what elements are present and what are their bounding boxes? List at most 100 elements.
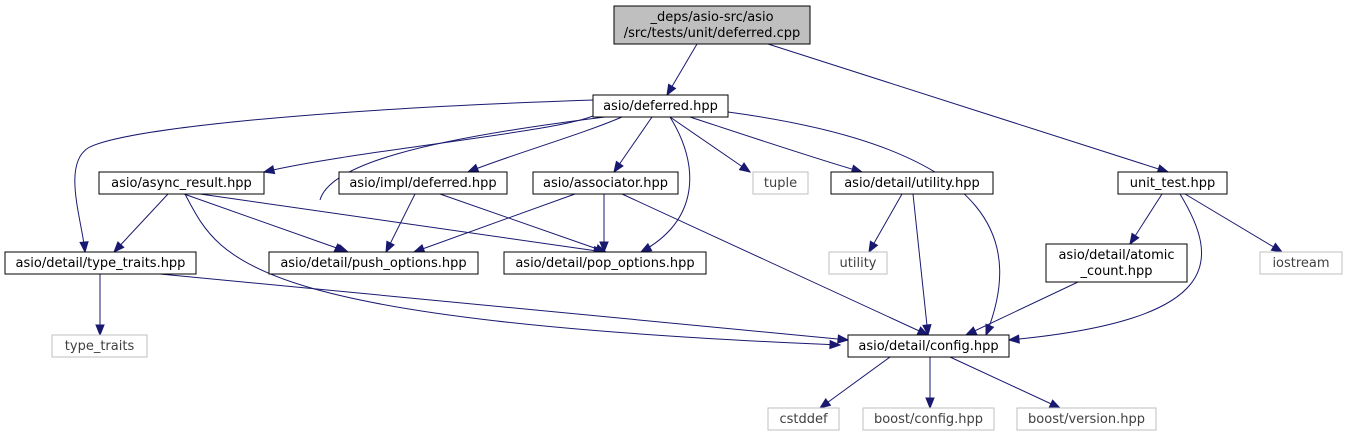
edge-atomic-count-to-config-arrowhead [964, 326, 978, 336]
edge-utility-hpp-to-config [912, 193, 929, 336]
node-pop-options[interactable]: asio/detail/pop_options.hpp [503, 251, 707, 275]
edge-async-result-to-config-arrowhead [829, 339, 842, 350]
node-boost-version-box [1016, 407, 1157, 431]
edge-unit-test-to-iostream [1184, 193, 1283, 253]
node-associator[interactable]: asio/associator.hpp [532, 171, 679, 195]
node-atomic-count[interactable]: asio/detail/atomic_count.hpp [1045, 243, 1188, 283]
node-root-label: _deps/asio-src/asio [649, 10, 773, 25]
edge-deferred-to-type-traits-hpp-arrowhead [79, 241, 89, 254]
edge-associator-to-config [621, 193, 929, 336]
node-push-options[interactable]: asio/detail/push_options.hpp [268, 251, 479, 275]
node-iostream: iostream [1259, 251, 1343, 275]
edge-deferred-to-async-result [263, 112, 599, 173]
node-associator-label: asio/associator.hpp [543, 176, 668, 191]
edge-atomic-count-to-config [965, 281, 1079, 336]
node-atomic-count-label: _count.hpp [1079, 264, 1152, 279]
node-type-traits-box [51, 334, 148, 358]
node-deferred-box [592, 94, 729, 118]
edge-type-traits-hpp-to-config [159, 273, 849, 341]
node-iostream-box [1259, 251, 1343, 275]
node-cstddef-label: cstddef [779, 412, 828, 427]
edge-async-result-to-type-traits-hpp [113, 193, 169, 253]
node-tuple-label: tuple [764, 176, 797, 191]
node-unit-test-label: unit_test.hpp [1130, 176, 1216, 191]
node-root-box [613, 5, 811, 45]
nodes-layer: _deps/asio-src/asio/src/tests/unit/defer… [4, 5, 1343, 431]
node-utility: utility [828, 251, 888, 275]
node-pop-options-label: asio/detail/pop_options.hpp [515, 256, 694, 271]
edge-deferred-to-pop-options [640, 116, 691, 253]
edge-unit-test-to-config-arrowhead [1007, 334, 1020, 344]
edge-utility-hpp-to-utility-arrowhead [868, 240, 879, 254]
node-utility-box [828, 251, 888, 275]
node-boost-config: boost/config.hpp [862, 407, 995, 431]
edge-deferred-to-config [727, 111, 1001, 336]
edge-associator-to-pop-options-arrowhead [599, 241, 609, 254]
edge-impl-deferred-to-push-options-arrowhead [385, 240, 395, 254]
edge-deferred-to-tuple [669, 116, 751, 173]
edges-layer [74, 43, 1284, 410]
node-root[interactable]: _deps/asio-src/asio/src/tests/unit/defer… [613, 5, 811, 45]
edge-async-result-to-push-options [183, 193, 349, 253]
edge-unit-test-to-iostream-arrowhead [1270, 242, 1284, 253]
edge-associator-to-push-options [413, 193, 576, 253]
edge-config-to-boost-version [949, 356, 1061, 409]
edge-config-to-cstddef-arrowhead [818, 397, 832, 409]
node-deferred[interactable]: asio/deferred.hpp [592, 94, 729, 118]
node-type-traits: type_traits [51, 334, 148, 358]
node-atomic-count-label: asio/detail/atomic [1058, 248, 1174, 263]
node-utility-hpp-box [830, 171, 994, 195]
node-cstddef: cstddef [767, 407, 840, 431]
edge-deferred-to-utility-hpp [689, 116, 863, 173]
node-utility-hpp-label: asio/detail/utility.hpp [844, 176, 980, 191]
node-unit-test[interactable]: unit_test.hpp [1117, 171, 1228, 195]
node-root-label: /src/tests/unit/deferred.cpp [624, 26, 800, 41]
node-impl-deferred[interactable]: asio/impl/deferred.hpp [338, 171, 508, 195]
node-pop-options-box [503, 251, 707, 275]
edge-deferred-to-associator [613, 116, 653, 173]
edge-utility-hpp-to-config-arrowhead [922, 324, 932, 337]
edge-unit-test-to-atomic-count-arrowhead [1129, 232, 1140, 246]
node-config-label: asio/detail/config.hpp [858, 339, 998, 354]
node-boost-version-label: boost/version.hpp [1028, 412, 1145, 427]
edge-async-result-to-pop-options [199, 193, 605, 253]
edge-unit-test-to-config [1008, 193, 1203, 341]
node-atomic-count-box [1045, 243, 1188, 283]
node-async-result-label: asio/async_result.hpp [111, 176, 252, 191]
node-unit-test-box [1117, 171, 1228, 195]
node-async-result[interactable]: asio/async_result.hpp [98, 171, 265, 195]
node-deferred-label: asio/deferred.hpp [603, 99, 718, 114]
node-impl-deferred-label: asio/impl/deferred.hpp [349, 176, 496, 191]
edge-deferred-to-tuple-arrowhead [738, 162, 752, 173]
edge-utility-hpp-to-utility [868, 193, 903, 253]
node-type-traits-hpp-box [4, 251, 197, 275]
node-type-traits-hpp-label: asio/detail/type_traits.hpp [16, 256, 186, 271]
node-type-traits-label: type_traits [65, 339, 135, 354]
node-type-traits-hpp[interactable]: asio/detail/type_traits.hpp [4, 251, 197, 275]
edge-deferred-to-config-arrowhead [985, 323, 995, 337]
node-boost-config-box [862, 407, 995, 431]
edge-deferred-to-push-options [319, 116, 606, 201]
node-tuple-box [752, 171, 809, 195]
edge-config-to-boost-config-arrowhead [925, 397, 935, 410]
node-associator-box [532, 171, 679, 195]
node-cstddef-box [767, 407, 840, 431]
node-boost-version: boost/version.hpp [1016, 407, 1157, 431]
edge-async-result-to-config [184, 193, 841, 346]
node-utility-label: utility [840, 256, 877, 271]
node-config-box [847, 334, 1010, 358]
edge-impl-deferred-to-pop-options [439, 193, 607, 253]
edge-config-to-cstddef [819, 356, 891, 409]
node-boost-config-label: boost/config.hpp [874, 412, 983, 427]
node-push-options-label: asio/detail/push_options.hpp [280, 256, 466, 271]
edge-deferred-to-async-result-arrowhead [262, 164, 276, 175]
node-config[interactable]: asio/detail/config.hpp [847, 334, 1010, 358]
node-utility-hpp[interactable]: asio/detail/utility.hpp [830, 171, 994, 195]
node-impl-deferred-box [338, 171, 508, 195]
edge-config-to-boost-version-arrowhead [1048, 399, 1062, 409]
edge-deferred-to-pop-options-arrowhead [639, 242, 653, 253]
edge-deferred-to-associator-arrowhead [613, 160, 624, 174]
edge-type-traits-hpp-to-config-arrowhead [837, 334, 850, 344]
edge-type-traits-hpp-to-type-traits-arrowhead [95, 324, 105, 337]
